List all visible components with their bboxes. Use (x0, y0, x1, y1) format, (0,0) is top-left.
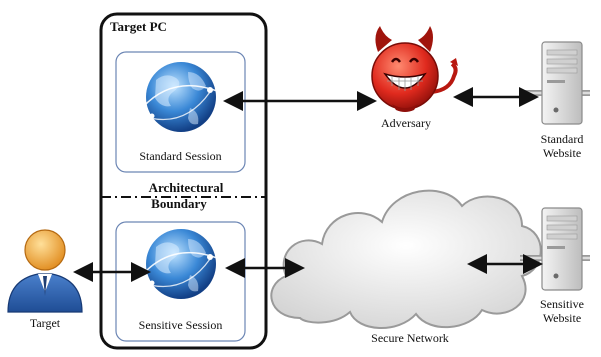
standard-website-label: Standard Website (532, 132, 592, 160)
boundary-label-line1: Architectural (148, 180, 224, 195)
target-pc-box (99, 12, 268, 350)
server-tower-icon (520, 207, 590, 291)
target-label: Target (29, 316, 61, 330)
globe-icon (142, 62, 218, 132)
sensitive-session-label: Sensitive Session (138, 318, 223, 332)
boundary-label-line2: Boundary (151, 196, 207, 211)
boundary-label: Architectural Boundary (116, 180, 256, 212)
sensitive-website-label: Sensitive Website (532, 297, 592, 325)
standard-session-label: Standard Session (139, 149, 222, 163)
network-label: Secure Network (371, 331, 449, 345)
sensitive-website-line1: Sensitive (540, 297, 584, 311)
target-pc-label: Target PC (110, 19, 167, 34)
user-avatar-icon (7, 229, 83, 313)
cloud-icon (270, 189, 542, 329)
globe-icon (142, 229, 218, 299)
devil-face-icon (371, 26, 458, 112)
server-tower-icon (520, 41, 590, 125)
standard-website-line1: Standard (540, 132, 584, 146)
sensitive-website-line2: Website (542, 311, 582, 325)
adversary-label: Adversary (381, 116, 431, 130)
standard-website-line2: Website (542, 146, 582, 160)
